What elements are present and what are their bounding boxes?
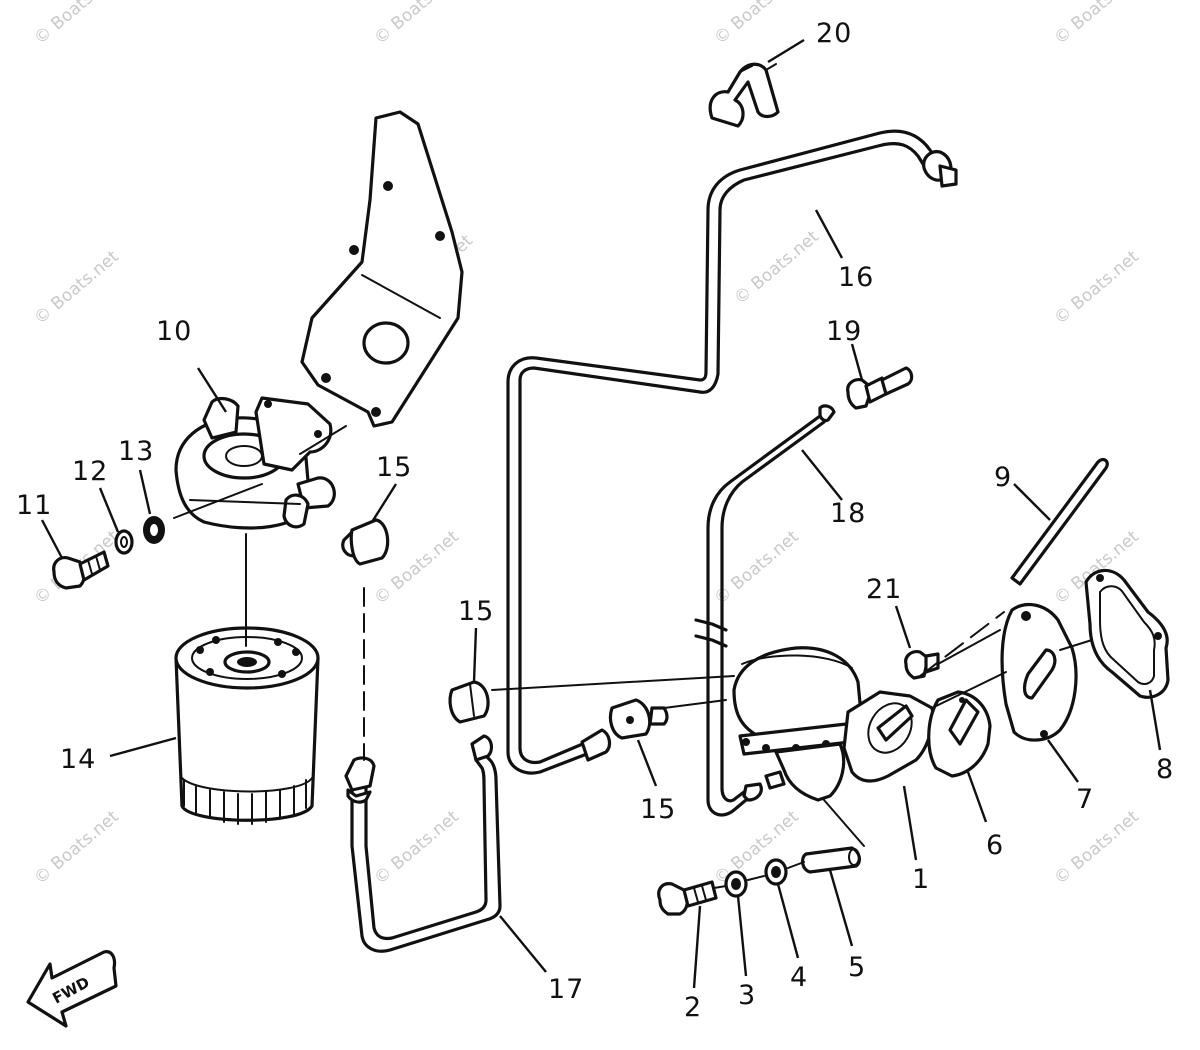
gasket-part-8 [1084, 568, 1170, 699]
diaphragm-plate-part-7 [1000, 602, 1078, 742]
push-rod-part-9 [1010, 457, 1109, 586]
hose-clamp-part-20 [708, 62, 780, 128]
callout-label-16: 16 [838, 262, 874, 293]
watermark-text: © Boats.net [30, 247, 123, 329]
watermark-text: © Boats.net [710, 807, 803, 889]
watermark-text: © Boats.net [710, 527, 803, 609]
leader-lines [40, 38, 1162, 989]
watermark-text: © Boats.net [30, 0, 123, 49]
o-ring-part-4 [764, 858, 788, 886]
callout-label-13: 13 [118, 436, 154, 467]
watermark-text: © Boats.net [370, 0, 463, 49]
forward-direction-arrow: FWD [26, 950, 118, 1028]
callout-label-21: 21 [866, 574, 902, 605]
callout-label-11: 11 [16, 490, 52, 521]
callout-label-14: 14 [60, 744, 96, 775]
bolt-part-11 [52, 550, 110, 590]
hose-nipple-part-19 [846, 366, 914, 410]
callout-label-10: 10 [156, 316, 192, 347]
watermark-text: © Boats.net [710, 0, 803, 49]
callout-label-7: 7 [1076, 784, 1094, 815]
gasket-part-6 [927, 690, 992, 778]
callout-label-8: 8 [1156, 754, 1174, 785]
bolt-part-2 [657, 880, 718, 916]
callout-label-18: 18 [830, 498, 866, 529]
callout-label-20: 20 [816, 18, 852, 49]
union-fitting-part-15b [448, 680, 490, 724]
callout-label-6: 6 [986, 830, 1004, 861]
callout-label-4: 4 [790, 962, 808, 993]
watermark-text: © Boats.net [1050, 0, 1143, 49]
o-ring-part-13 [143, 516, 165, 544]
callout-label-1: 1 [912, 864, 930, 895]
washer-part-3 [724, 870, 748, 898]
union-fitting-part-15a [341, 518, 390, 566]
union-fitting-part-15c [608, 698, 669, 740]
fuel-pipe-part-17 [344, 734, 502, 953]
fuel-hose-part-18 [694, 404, 836, 817]
fuel-filter-cartridge-part-14 [174, 626, 320, 825]
filter-head-part-10 [174, 396, 336, 530]
callout-label-3: 3 [738, 980, 756, 1011]
callout-label-5: 5 [848, 952, 866, 983]
callout-label-17: 17 [548, 974, 584, 1005]
callout-label-9: 9 [994, 462, 1012, 493]
fuel-pump-part-1 [732, 646, 935, 802]
watermark-text: © Boats.net [1050, 807, 1143, 889]
watermark-text: © Boats.net [1050, 247, 1143, 329]
watermark-text: © Boats.net [30, 807, 123, 889]
callout-label-15c: 15 [640, 794, 676, 825]
washer-part-12 [114, 529, 134, 555]
callout-label-15b: 15 [458, 596, 494, 627]
plug-part-21 [904, 650, 940, 680]
callout-label-15a: 15 [376, 452, 412, 483]
spacer-part-5 [800, 846, 862, 874]
callout-labels: 20 10 11 12 13 14 15 15 15 16 19 18 17 9… [16, 18, 1174, 1023]
fuel-pipe-part-16 [506, 129, 958, 775]
callout-label-2: 2 [684, 992, 702, 1023]
watermark-text: © Boats.net [370, 807, 463, 889]
mounting-bracket [300, 110, 464, 428]
callout-label-12: 12 [72, 456, 108, 487]
watermark-text: © Boats.net [730, 227, 823, 309]
assembly-guide-lines [173, 425, 1093, 889]
callout-label-19: 19 [826, 316, 862, 347]
